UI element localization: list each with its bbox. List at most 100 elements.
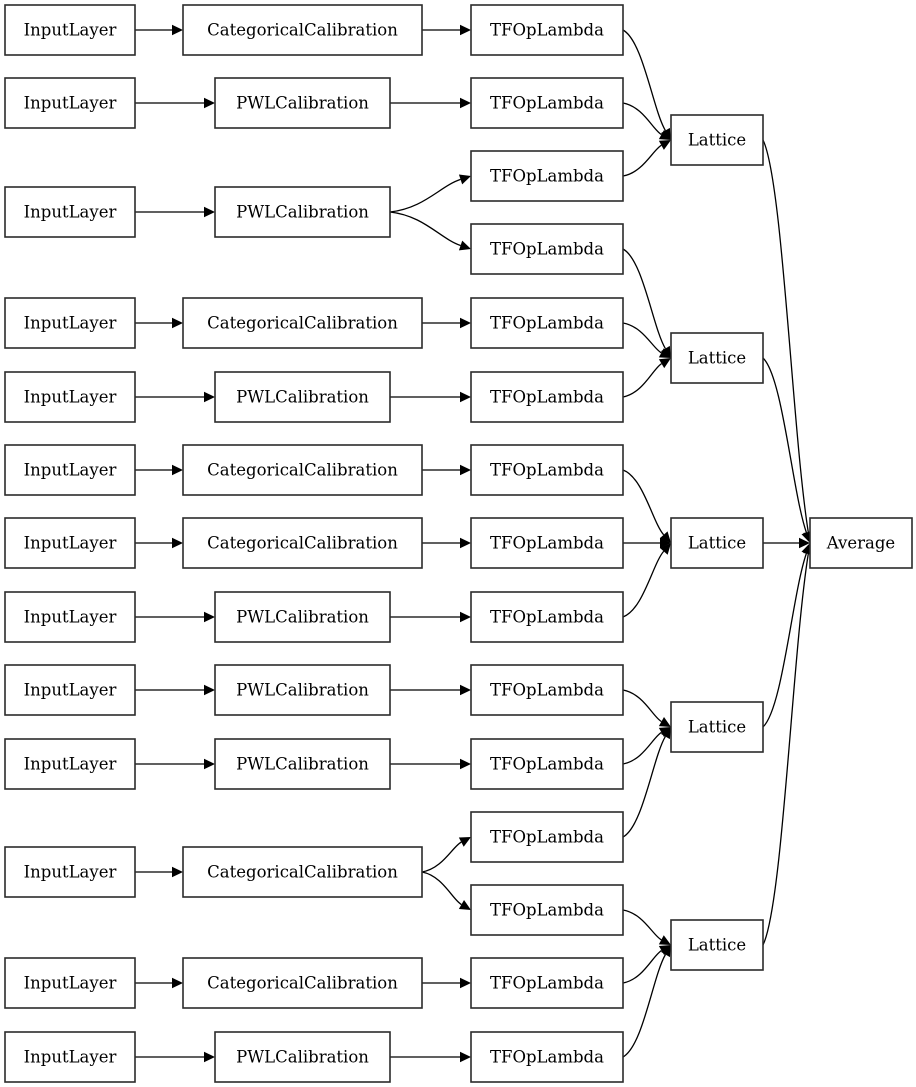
node-tfoplambda-tfo12[interactable]: TFOpLambda <box>470 811 624 863</box>
node-tfoplambda-tfo5[interactable]: TFOpLambda <box>470 297 624 349</box>
node-categoricalcalibration-cal11[interactable]: CategoricalCalibration <box>182 846 423 898</box>
edge-line <box>622 954 667 1058</box>
node-tfoplambda-tfo3[interactable]: TFOpLambda <box>470 150 624 202</box>
node-box[interactable] <box>470 150 624 202</box>
node-box[interactable] <box>4 371 136 423</box>
node-box[interactable] <box>214 664 391 716</box>
node-inputlayer-in2[interactable]: InputLayer <box>4 77 136 129</box>
node-inputlayer-in9[interactable]: InputLayer <box>4 664 136 716</box>
node-tfoplambda-tfo13[interactable]: TFOpLambda <box>470 884 624 936</box>
node-box[interactable] <box>670 701 764 753</box>
node-pwlcalibration-cal2[interactable]: PWLCalibration <box>214 77 391 129</box>
node-box[interactable] <box>4 846 136 898</box>
node-box[interactable] <box>670 517 764 569</box>
node-box[interactable] <box>182 444 423 496</box>
node-inputlayer-in1[interactable]: InputLayer <box>4 4 136 56</box>
node-box[interactable] <box>470 664 624 716</box>
node-box[interactable] <box>4 517 136 569</box>
node-pwlcalibration-cal9[interactable]: PWLCalibration <box>214 664 391 716</box>
node-box[interactable] <box>470 738 624 790</box>
arrowhead-icon <box>172 24 183 36</box>
node-box[interactable] <box>470 444 624 496</box>
node-tfoplambda-tfo9[interactable]: TFOpLambda <box>470 591 624 643</box>
node-tfoplambda-tfo8[interactable]: TFOpLambda <box>470 517 624 569</box>
node-box[interactable] <box>470 884 624 936</box>
node-box[interactable] <box>214 371 391 423</box>
node-categoricalcalibration-cal7[interactable]: CategoricalCalibration <box>182 517 423 569</box>
node-pwlcalibration-cal3[interactable]: PWLCalibration <box>214 186 391 238</box>
node-tfoplambda-tfo6[interactable]: TFOpLambda <box>470 371 624 423</box>
node-box[interactable] <box>214 738 391 790</box>
node-box[interactable] <box>4 444 136 496</box>
node-lattice-lat2[interactable]: Lattice <box>670 332 764 384</box>
node-box[interactable] <box>182 4 423 56</box>
node-box[interactable] <box>4 957 136 1009</box>
node-box[interactable] <box>470 371 624 423</box>
node-box[interactable] <box>470 223 624 275</box>
node-box[interactable] <box>214 77 391 129</box>
node-box[interactable] <box>182 517 423 569</box>
node-box[interactable] <box>4 738 136 790</box>
node-lattice-lat4[interactable]: Lattice <box>670 701 764 753</box>
node-inputlayer-in3[interactable]: InputLayer <box>4 186 136 238</box>
node-inputlayer-in4[interactable]: InputLayer <box>4 297 136 349</box>
node-box[interactable] <box>214 591 391 643</box>
node-tfoplambda-tfo10[interactable]: TFOpLambda <box>470 664 624 716</box>
node-inputlayer-in7[interactable]: InputLayer <box>4 517 136 569</box>
node-tfoplambda-tfo1[interactable]: TFOpLambda <box>470 4 624 56</box>
node-box[interactable] <box>182 846 423 898</box>
node-box[interactable] <box>4 664 136 716</box>
node-box[interactable] <box>470 517 624 569</box>
node-tfoplambda-tfo2[interactable]: TFOpLambda <box>470 77 624 129</box>
node-box[interactable] <box>182 957 423 1009</box>
node-categoricalcalibration-cal4[interactable]: CategoricalCalibration <box>182 297 423 349</box>
node-box[interactable] <box>670 114 764 166</box>
edge-pwlcalibration-to-tfoplambda <box>390 97 471 109</box>
node-lattice-lat3[interactable]: Lattice <box>670 517 764 569</box>
node-pwlcalibration-cal10[interactable]: PWLCalibration <box>214 738 391 790</box>
node-categoricalcalibration-cal12[interactable]: CategoricalCalibration <box>182 957 423 1009</box>
node-box[interactable] <box>470 297 624 349</box>
node-lattice-lat5[interactable]: Lattice <box>670 919 764 971</box>
node-box[interactable] <box>670 332 764 384</box>
node-box[interactable] <box>470 4 624 56</box>
node-box[interactable] <box>470 811 624 863</box>
node-inputlayer-in11[interactable]: InputLayer <box>4 846 136 898</box>
node-lattice-lat1[interactable]: Lattice <box>670 114 764 166</box>
node-box[interactable] <box>809 517 913 569</box>
node-box[interactable] <box>4 591 136 643</box>
node-box[interactable] <box>214 186 391 238</box>
node-pwlcalibration-cal8[interactable]: PWLCalibration <box>214 591 391 643</box>
arrowhead-icon <box>460 537 471 549</box>
node-tfoplambda-tfo11[interactable]: TFOpLambda <box>470 738 624 790</box>
edge-lattice-to-average <box>762 357 812 543</box>
node-pwlcalibration-cal13[interactable]: PWLCalibration <box>214 1031 391 1083</box>
node-pwlcalibration-cal5[interactable]: PWLCalibration <box>214 371 391 423</box>
node-inputlayer-in6[interactable]: InputLayer <box>4 444 136 496</box>
node-tfoplambda-tfo15[interactable]: TFOpLambda <box>470 1031 624 1083</box>
node-box[interactable] <box>470 957 624 1009</box>
node-average-avg[interactable]: Average <box>809 517 913 569</box>
node-inputlayer-in12[interactable]: InputLayer <box>4 957 136 1009</box>
node-box[interactable] <box>214 1031 391 1083</box>
node-box[interactable] <box>182 297 423 349</box>
node-box[interactable] <box>4 297 136 349</box>
node-box[interactable] <box>470 1031 624 1083</box>
node-box[interactable] <box>4 186 136 238</box>
node-box[interactable] <box>4 4 136 56</box>
node-box[interactable] <box>4 77 136 129</box>
node-tfoplambda-tfo4[interactable]: TFOpLambda <box>470 223 624 275</box>
node-box[interactable] <box>4 1031 136 1083</box>
node-inputlayer-in13[interactable]: InputLayer <box>4 1031 136 1083</box>
node-box[interactable] <box>470 591 624 643</box>
node-tfoplambda-tfo7[interactable]: TFOpLambda <box>470 444 624 496</box>
node-inputlayer-in8[interactable]: InputLayer <box>4 591 136 643</box>
node-box[interactable] <box>470 77 624 129</box>
node-box[interactable] <box>670 919 764 971</box>
node-categoricalcalibration-cal6[interactable]: CategoricalCalibration <box>182 444 423 496</box>
arrowhead-icon <box>172 537 183 549</box>
node-inputlayer-in10[interactable]: InputLayer <box>4 738 136 790</box>
node-inputlayer-in5[interactable]: InputLayer <box>4 371 136 423</box>
node-categoricalcalibration-cal1[interactable]: CategoricalCalibration <box>182 4 423 56</box>
node-tfoplambda-tfo14[interactable]: TFOpLambda <box>470 957 624 1009</box>
